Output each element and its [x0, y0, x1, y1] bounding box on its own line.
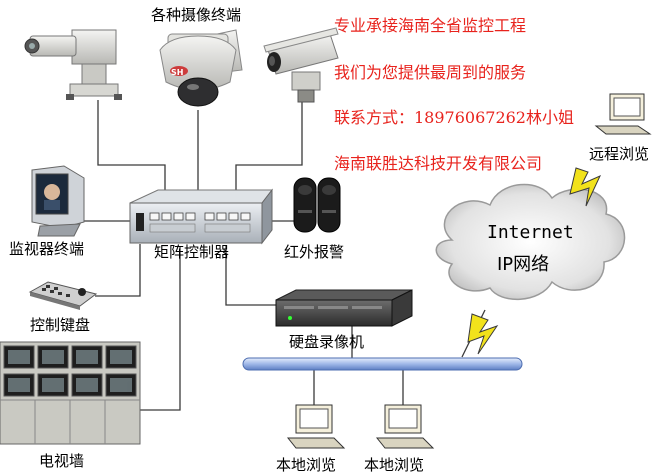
outdoor-camera-icon	[263, 27, 339, 103]
dvr-icon	[275, 289, 413, 327]
local-pc-2-icon	[375, 404, 435, 449]
ad-line-3: 联系方式：18976067262林小姐	[334, 108, 574, 127]
infrared-alarm-icon	[293, 177, 341, 233]
line-matrix-tvwall	[140, 246, 181, 411]
remote-pc-icon	[594, 93, 652, 135]
line-camera1-matrix	[97, 100, 166, 193]
matrix-controller-label: 矩阵控制器	[154, 243, 230, 261]
line-keyboard-matrix	[95, 244, 141, 297]
cloud-internet-label: Internet	[487, 222, 574, 243]
ad-line-2: 我们为您提供最周到的服务	[334, 63, 527, 82]
tv-wall-icon	[0, 341, 141, 445]
remote-browse-label: 远程浏览	[589, 145, 650, 163]
line-camera3-matrix	[235, 100, 303, 193]
line-matrix-dvr	[225, 246, 276, 306]
ad-line-1: 专业承接海南全省监控工程	[334, 16, 527, 35]
infrared-alarm-label: 红外报警	[284, 243, 345, 261]
camera-brand-label: SH	[171, 68, 183, 77]
internet-cloud-icon	[435, 183, 626, 300]
tv-wall-label: 电视墙	[39, 452, 85, 470]
cameras-label: 各种摄像终端	[151, 6, 242, 24]
local-browse-label-2: 本地浏览	[364, 456, 425, 474]
dvr-label: 硬盘录像机	[289, 333, 365, 351]
monitor-terminal-label: 监视器终端	[9, 240, 85, 258]
monitor-terminal-icon	[31, 165, 85, 237]
dome-camera-icon: SH	[159, 29, 243, 107]
ad-line-4: 海南联胜达科技开发有限公司	[334, 154, 543, 173]
lightning-bolt-lower-icon	[467, 313, 499, 355]
local-browse-label-1: 本地浏览	[276, 456, 337, 474]
network-bus	[242, 357, 523, 371]
lightning-bolts	[467, 167, 602, 355]
local-pc-1-icon	[286, 404, 346, 449]
control-keyboard-icon	[28, 281, 98, 310]
cloud-ip-network-label: IP网络	[497, 254, 550, 275]
matrix-controller-icon	[129, 188, 274, 245]
connection-lines	[82, 100, 486, 411]
lightning-bolt-upper-icon	[569, 167, 602, 207]
pan-tilt-camera-icon	[24, 29, 122, 100]
control-keyboard-label: 控制键盘	[30, 316, 91, 334]
